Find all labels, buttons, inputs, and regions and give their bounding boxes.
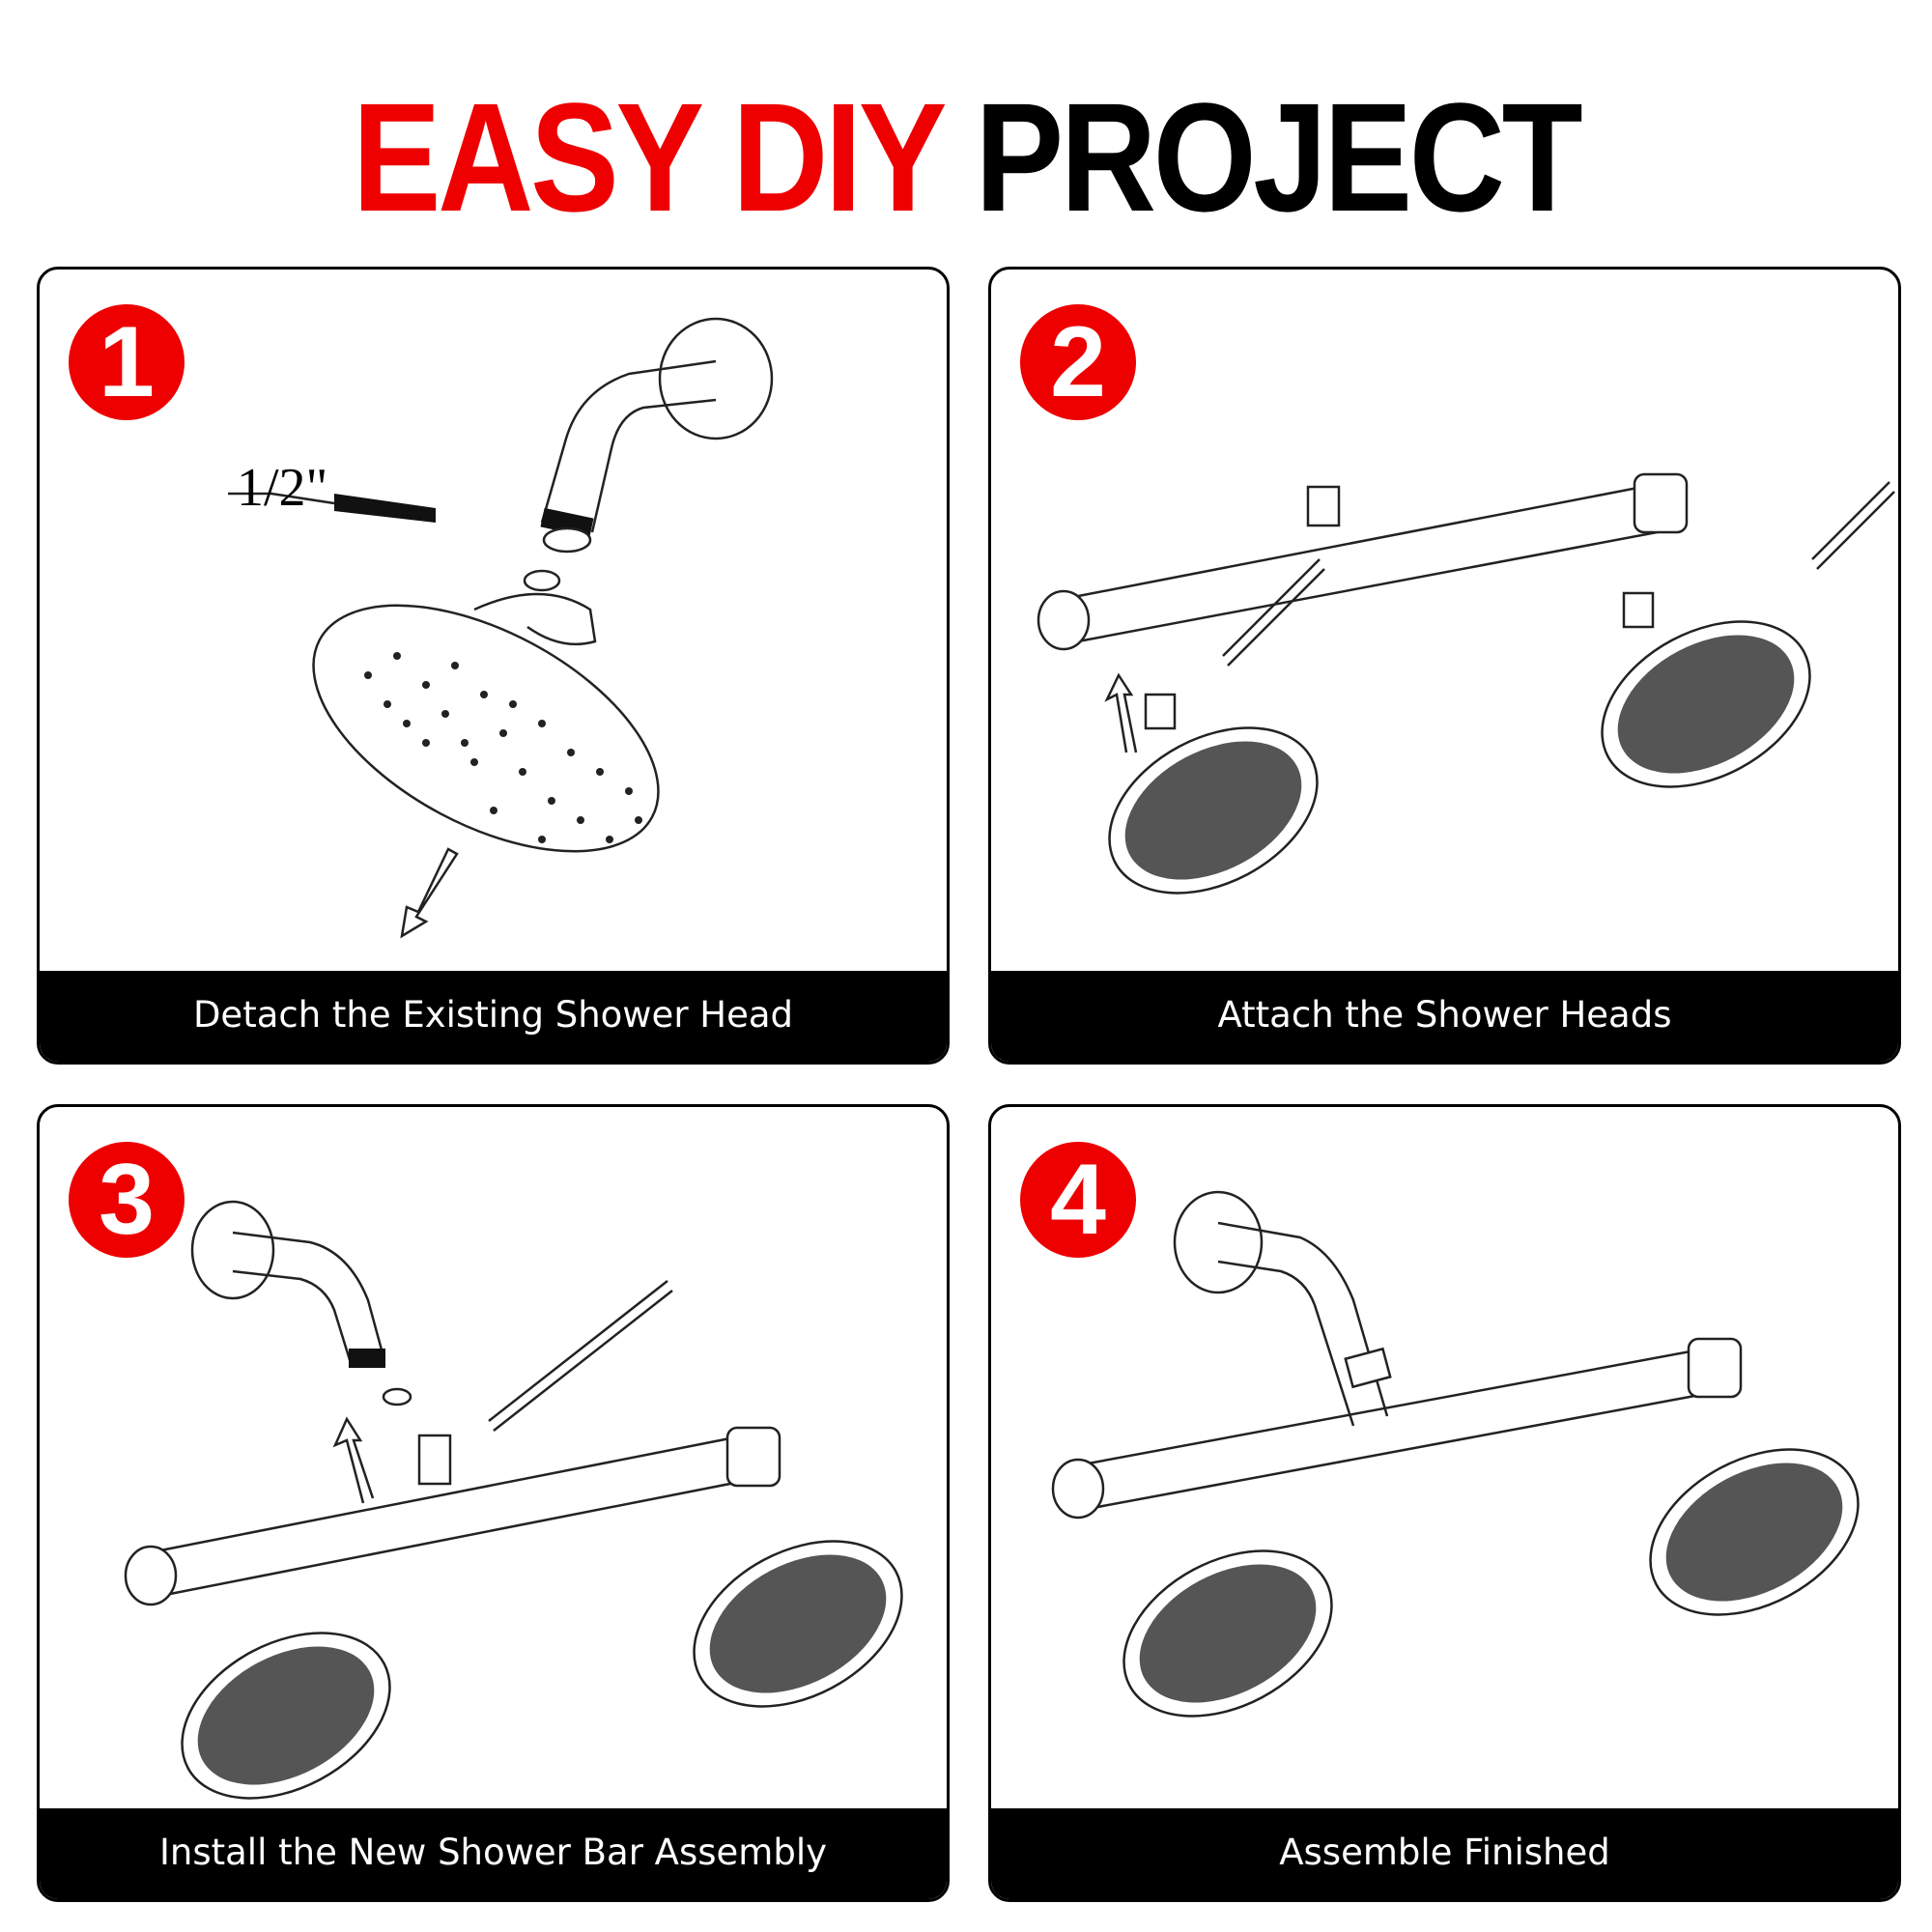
wrench-icon	[488, 1280, 673, 1432]
shower-bar-icon	[1037, 472, 1689, 651]
washer-icon	[523, 569, 561, 592]
page-title: EASY DIY PROJECT	[135, 75, 1797, 240]
title-main: PROJECT	[975, 71, 1582, 243]
step-caption: Assemble Finished	[991, 1808, 1898, 1899]
down-arrow-icon	[400, 847, 459, 939]
shower-arm-icon	[190, 1200, 412, 1406]
wrench-icon	[1222, 481, 1895, 667]
shower-head-left-icon	[1122, 1549, 1333, 1718]
shower-bar-icon	[124, 1426, 781, 1606]
shower-head-right-icon	[1601, 591, 1811, 788]
title-accent: EASY DIY	[352, 71, 945, 243]
install-bar-illustration	[124, 1200, 903, 1800]
shower-bar-icon	[1051, 1337, 1743, 1520]
rain-shower-head-icon	[312, 604, 660, 853]
shower-head-left-icon	[1108, 693, 1319, 895]
shower-arm-icon	[1173, 1190, 1392, 1427]
finished-assembly-illustration	[1051, 1190, 1860, 1718]
step-caption: Detach the Existing Shower Head	[40, 971, 947, 1062]
detach-illustration	[228, 317, 774, 939]
step-panel-1: 1 1/2" Detach the Existing Shower Head	[37, 267, 950, 1065]
thread-size-label: 1/2"	[237, 458, 328, 518]
attach-heads-illustration	[1037, 472, 1895, 895]
step-caption: Install the New Shower Bar Assembly	[40, 1808, 947, 1899]
step-number-badge: 3	[69, 1142, 185, 1258]
shower-arm-icon	[540, 317, 774, 554]
shower-head-left-icon	[181, 1632, 391, 1800]
step-caption: Attach the Shower Heads	[991, 971, 1898, 1062]
step-panel-3: 3 Install the New Shower Bar Assembly	[37, 1104, 950, 1902]
rotate-arrow-icon	[473, 592, 597, 646]
step-panel-4: 4 Assemble Finished	[988, 1104, 1901, 1902]
step-number-badge: 1	[69, 304, 185, 420]
up-arrow-icon	[1104, 672, 1138, 753]
step-panel-2: 2 Attach the Shower Heads	[988, 267, 1901, 1065]
step-number-badge: 2	[1020, 304, 1136, 420]
arrow-pointer-icon	[334, 494, 436, 523]
shower-head-right-icon	[693, 1540, 903, 1708]
step-number-badge: 4	[1020, 1142, 1136, 1258]
shower-head-right-icon	[1649, 1448, 1860, 1616]
up-arrow-icon	[332, 1416, 375, 1504]
